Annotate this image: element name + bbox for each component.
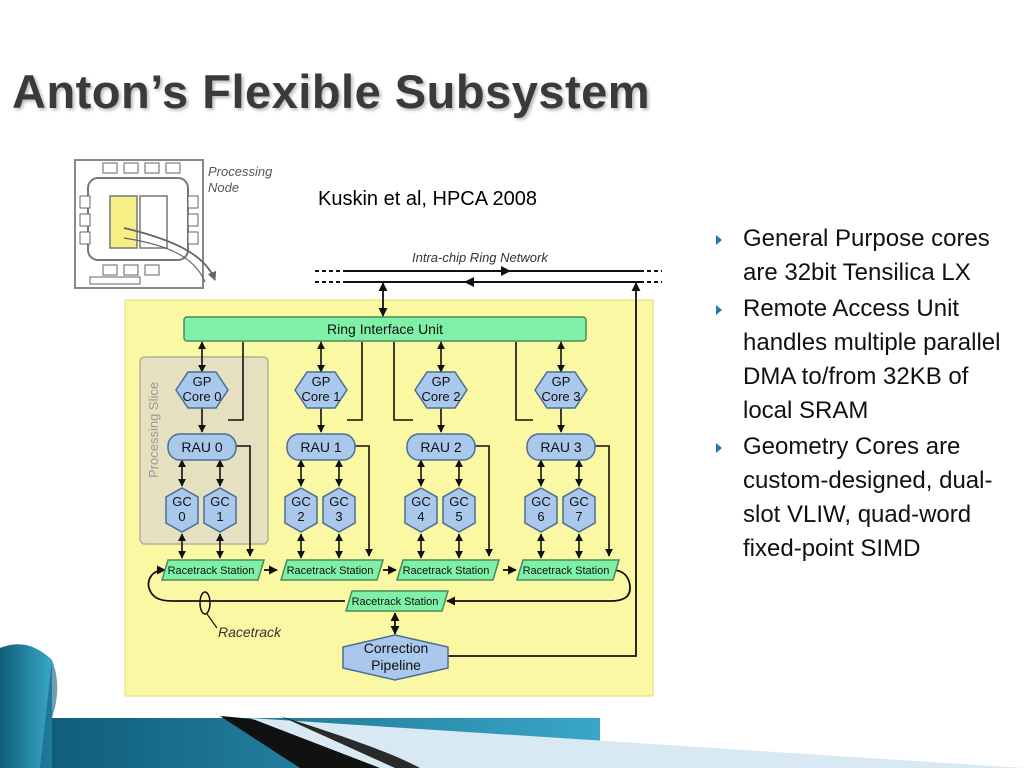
- gp-core-2: GP Core 2: [414, 371, 468, 409]
- bullet-list: General Purpose cores are 32bit Tensilic…: [714, 222, 1014, 568]
- processing-slice-label: Processing Slice: [146, 382, 161, 478]
- rau-label: RAU 1: [300, 439, 341, 455]
- bullet-item: Remote Access Unit handles multiple para…: [714, 292, 1014, 428]
- gc-1: GC 1: [203, 487, 237, 533]
- gp-core-label: Core 3: [541, 389, 580, 404]
- gc-label: 7: [575, 509, 582, 524]
- correction-pipeline-label: Pipeline: [371, 657, 421, 673]
- triangle-bullet-icon: [716, 235, 722, 245]
- decorative-wave: [0, 644, 1024, 768]
- gc-label: GC: [291, 494, 311, 509]
- gc-4: GC 4: [404, 487, 438, 533]
- gc-label: 4: [417, 509, 424, 524]
- gp-core-label: Core 2: [421, 389, 460, 404]
- gc-7: GC 7: [562, 487, 596, 533]
- triangle-bullet-icon: [716, 443, 722, 453]
- gc-label: GC: [449, 494, 469, 509]
- gp-core-label: Core 1: [301, 389, 340, 404]
- bullet-text: Geometry Cores are custom-designed, dual…: [743, 433, 993, 562]
- racetrack-station-label: Racetrack Station: [352, 596, 439, 608]
- gc-5: GC 5: [442, 487, 476, 533]
- processing-node-label: Processing: [208, 164, 273, 179]
- racetrack-station: Racetrack Station: [160, 559, 266, 581]
- ring-network-label: Intra-chip Ring Network: [412, 250, 549, 265]
- bullet-item: Geometry Cores are custom-designed, dual…: [714, 430, 1014, 566]
- gc-label: 1: [216, 509, 223, 524]
- gc-2: GC 2: [284, 487, 318, 533]
- gc-label: 2: [297, 509, 304, 524]
- bullet-text: Remote Access Unit handles multiple para…: [743, 295, 1001, 424]
- bullet-text: General Purpose cores are 32bit Tensilic…: [743, 225, 990, 286]
- bullet-item: General Purpose cores are 32bit Tensilic…: [714, 222, 1014, 290]
- gc-label: GC: [411, 494, 431, 509]
- racetrack-station: Racetrack Station: [344, 590, 450, 612]
- racetrack-label: Racetrack: [218, 624, 282, 640]
- gp-core-label: GP: [193, 374, 212, 389]
- gc-0: GC 0: [165, 487, 199, 533]
- gp-core-0: GP Core 0: [175, 371, 229, 409]
- gp-core-1: GP Core 1: [294, 371, 348, 409]
- racetrack-station-label: Racetrack Station: [523, 565, 610, 577]
- gc-6: GC 6: [524, 487, 558, 533]
- racetrack-station-label: Racetrack Station: [287, 565, 374, 577]
- gc-label: GC: [569, 494, 589, 509]
- gc-3: GC 3: [322, 487, 356, 533]
- racetrack-station-label: Racetrack Station: [403, 565, 490, 577]
- rau-label: RAU 0: [181, 439, 222, 455]
- ring-interface-unit-label: Ring Interface Unit: [327, 321, 443, 337]
- gp-core-3: GP Core 3: [534, 371, 588, 409]
- gp-core-label: GP: [552, 374, 571, 389]
- gc-label: 0: [178, 509, 185, 524]
- triangle-bullet-icon: [716, 305, 722, 315]
- rau-label: RAU 3: [540, 439, 581, 455]
- gp-core-label: GP: [432, 374, 451, 389]
- ring-interface-unit: [183, 316, 587, 342]
- rau-3: RAU 3: [526, 433, 596, 461]
- gc-label: GC: [172, 494, 192, 509]
- racetrack-station-label: Racetrack Station: [168, 565, 255, 577]
- rau-label: RAU 2: [420, 439, 461, 455]
- rau-1: RAU 1: [286, 433, 356, 461]
- correction-pipeline: Correction Pipeline: [342, 634, 449, 681]
- correction-pipeline-label: Correction: [364, 640, 429, 656]
- processing-node-thumbnail: [74, 159, 217, 289]
- gc-label: 6: [537, 509, 544, 524]
- gc-label: 5: [455, 509, 462, 524]
- racetrack-station: Racetrack Station: [515, 559, 621, 581]
- racetrack-station: Racetrack Station: [395, 559, 501, 581]
- gc-label: GC: [329, 494, 349, 509]
- gc-label: GC: [531, 494, 551, 509]
- gp-core-label: GP: [312, 374, 331, 389]
- rau-2: RAU 2: [406, 433, 476, 461]
- rau-0: RAU 0: [167, 433, 237, 461]
- citation: Kuskin et al, HPCA 2008: [318, 188, 538, 210]
- gp-core-label: Core 0: [182, 389, 221, 404]
- slide-title: Anton’s Flexible Subsystem: [12, 65, 651, 118]
- processing-node-label: Node: [208, 180, 239, 195]
- gc-label: GC: [210, 494, 230, 509]
- racetrack-station: Racetrack Station: [279, 559, 385, 581]
- gc-label: 3: [335, 509, 342, 524]
